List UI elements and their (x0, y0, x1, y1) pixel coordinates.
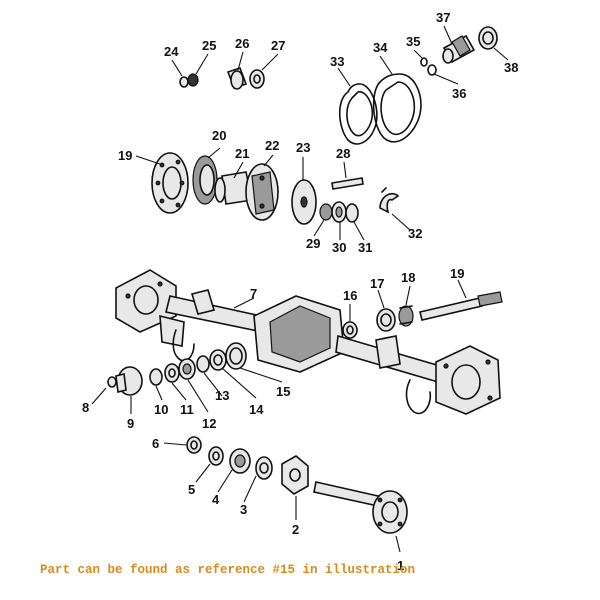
part-27-seal (249, 69, 265, 89)
callout-20: 20 (212, 128, 226, 143)
callout-13: 13 (215, 388, 229, 403)
callout-26: 26 (235, 36, 249, 51)
callout-29: 29 (306, 236, 320, 251)
callout-5: 5 (188, 482, 195, 497)
part-29-pinion-gear (319, 203, 333, 221)
callout-9: 9 (127, 416, 134, 431)
callout-36: 36 (452, 86, 466, 101)
callout-18: 18 (401, 270, 415, 285)
part-5-ring (208, 446, 224, 466)
callout-21: 21 (235, 146, 249, 161)
callout-2: 2 (292, 522, 299, 537)
callout-4: 4 (212, 492, 220, 507)
part-23-side-gear-disc (291, 179, 317, 225)
part-14-bearing-cup (209, 349, 227, 371)
callout-32: 32 (408, 226, 422, 241)
callout-17: 17 (370, 276, 384, 291)
part-18-pinion-gear (398, 305, 414, 327)
part-26-bushing (226, 66, 248, 90)
part-25-nut (187, 73, 199, 87)
part-35-washer (420, 57, 428, 67)
callout-16: 16 (343, 288, 357, 303)
callout-6: 6 (152, 436, 159, 451)
part-28-pinion-shaft (331, 177, 364, 190)
part-33-gasket (338, 83, 378, 145)
part-34-cover-gasket (372, 73, 422, 143)
part-8-yoke-bolt (107, 376, 117, 388)
part-6-retainer (186, 436, 202, 454)
callout-28: 28 (336, 146, 350, 161)
part-13-spacer (196, 355, 210, 373)
part-22-differential-case (245, 163, 279, 221)
part-10-slinger (149, 368, 163, 386)
part-36-ring (427, 64, 437, 76)
callout-10: 10 (154, 402, 168, 417)
part-3-seal (255, 456, 273, 480)
part-24-washer (179, 76, 189, 88)
callout-12: 12 (202, 416, 216, 431)
callout-8: 8 (82, 400, 89, 415)
part-19-drive-pinion (419, 291, 503, 321)
callout-3: 3 (240, 502, 247, 517)
part-19-ring-gear-flange (151, 152, 189, 214)
callout-labels: 1 2 3 4 5 6 7 8 9 10 11 12 13 14 15 16 1… (82, 10, 518, 573)
leader-lines (91, 25, 509, 553)
part-11-seal (164, 363, 180, 383)
part-20-ring-gear (192, 155, 218, 205)
callout-30: 30 (332, 240, 346, 255)
part-4-bearing (229, 448, 251, 474)
part-21-carrier-case (214, 171, 253, 205)
callout-19-lower: 19 (450, 266, 464, 281)
callout-34: 34 (373, 40, 388, 55)
part-12-bearing (178, 358, 196, 380)
part-31-thrust-washer (345, 203, 359, 223)
part-7-axle-housing (115, 269, 501, 415)
part-38-cap (478, 26, 498, 50)
part-32-bearing-cap (379, 187, 400, 214)
callout-19-upper: 19 (118, 148, 132, 163)
part-2-retainer-plate (281, 455, 309, 495)
callout-37: 37 (436, 10, 450, 25)
part-30-side-gear (331, 201, 347, 223)
callout-22: 22 (265, 138, 279, 153)
callout-7: 7 (250, 286, 257, 301)
part-37-fitting (442, 34, 476, 64)
callout-15: 15 (276, 384, 290, 399)
callout-33: 33 (330, 54, 344, 69)
callout-24: 24 (164, 44, 179, 59)
callout-31: 31 (358, 240, 372, 255)
part-1-axle-shaft (313, 481, 408, 534)
callout-25: 25 (202, 38, 216, 53)
callout-27: 27 (271, 38, 285, 53)
callout-11: 11 (180, 402, 194, 417)
callout-35: 35 (406, 34, 420, 49)
reference-caption: Part can be found as reference #15 in il… (40, 563, 416, 577)
part-15-shim (225, 342, 247, 370)
callout-23: 23 (296, 140, 310, 155)
callout-14: 14 (249, 402, 264, 417)
part-17-bearing (376, 308, 396, 332)
callout-1: 1 (397, 558, 404, 573)
part-9-yoke (115, 366, 143, 396)
callout-38: 38 (504, 60, 518, 75)
part-16-bushing (342, 321, 358, 339)
